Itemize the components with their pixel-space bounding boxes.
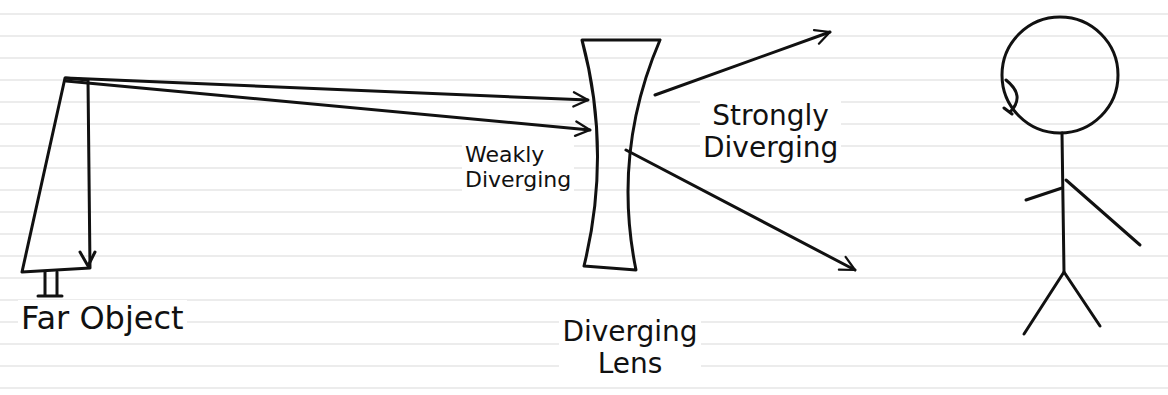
figure-head — [1002, 17, 1118, 133]
object-arrow — [80, 252, 95, 266]
incoming-ray — [66, 81, 590, 130]
outgoing-ray — [655, 32, 830, 95]
annotation-label: Weakly Diverging — [462, 142, 574, 193]
figure-eye — [1004, 80, 1017, 114]
figure-legs — [1024, 272, 1100, 334]
figure-body — [1062, 133, 1064, 272]
figure-arms — [1026, 180, 1140, 245]
ruled-lines — [0, 14, 1168, 388]
annotation-label: Diverging Lens — [559, 316, 700, 380]
object-trunk — [38, 272, 62, 296]
object-tree — [22, 78, 90, 272]
annotation-label: Far Object — [18, 300, 187, 337]
outgoing-ray — [626, 150, 855, 270]
diverging-lens — [582, 40, 660, 270]
annotation-label: Strongly Diverging — [700, 100, 841, 164]
